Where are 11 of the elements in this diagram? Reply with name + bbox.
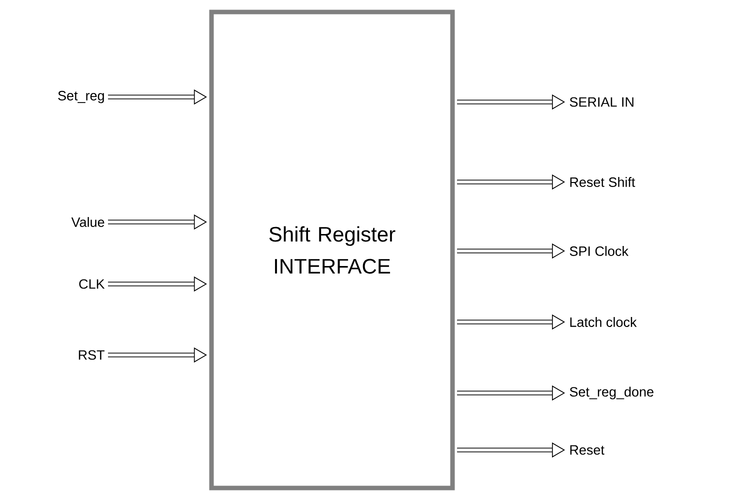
signal-label: Set_reg [58, 90, 104, 104]
signal-label: CLK [79, 279, 105, 289]
signal-label: Set_reg_done [570, 386, 654, 400]
signal-label: Reset Shift [570, 177, 636, 187]
signal-label: RST [78, 350, 104, 360]
signal-label: Value [71, 217, 104, 227]
signal-label: Reset [570, 445, 604, 455]
signal-label: SPI Clock [570, 246, 628, 256]
signal-label: SERIAL IN [570, 97, 634, 107]
block-box: Shift Register INTERFACE [209, 10, 455, 490]
signal-label: Latch clock [570, 317, 637, 327]
